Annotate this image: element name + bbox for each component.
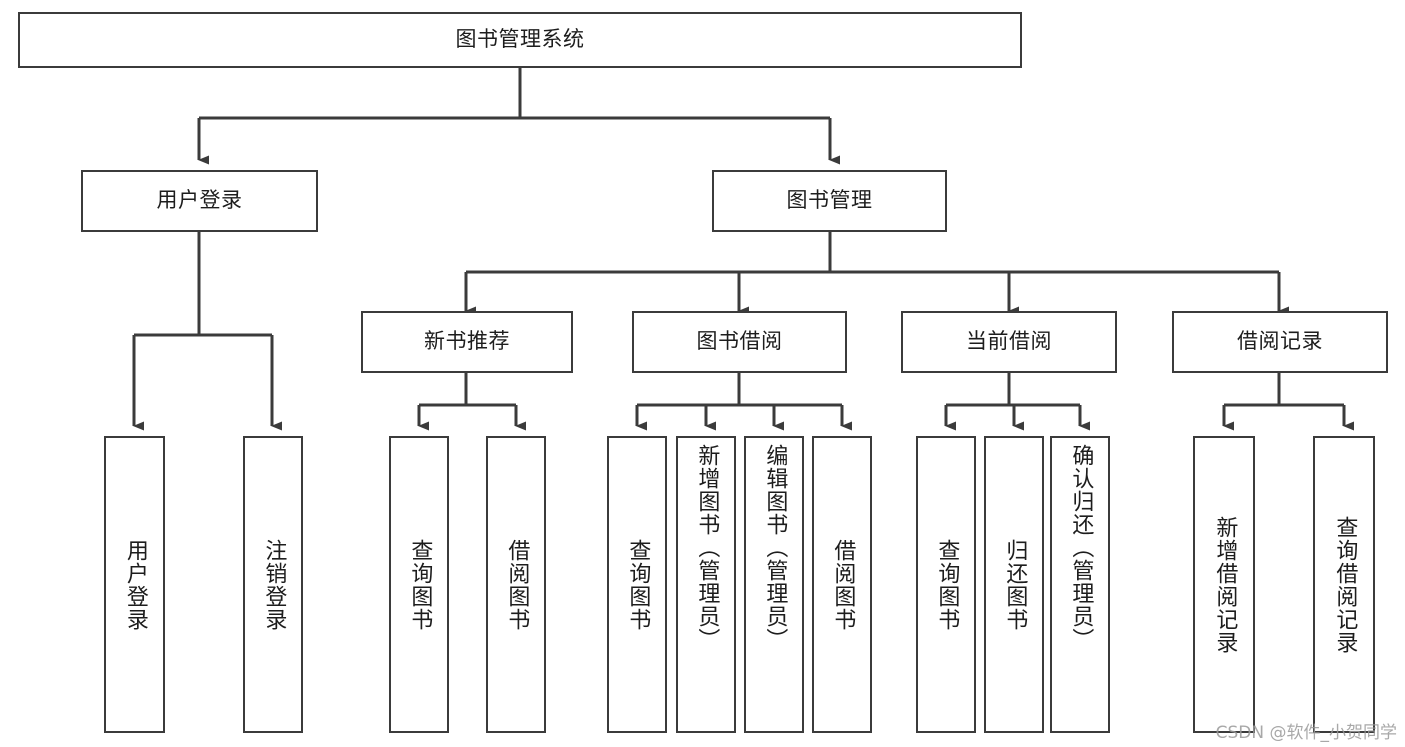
- node-book-manage-label: 图书管理: [786, 188, 873, 213]
- leaf-query-book-borrow-label: 查询图书: [625, 538, 651, 631]
- leaf-add-book[interactable]: 新增图书（管理员）: [676, 436, 736, 733]
- leaf-borrow-book-label: 借阅图书: [830, 538, 856, 631]
- leaf-borrow-book-recommend[interactable]: 借阅图书: [486, 436, 546, 733]
- node-user-login[interactable]: 用户登录: [81, 170, 318, 232]
- leaf-borrow-book[interactable]: 借阅图书: [812, 436, 872, 733]
- leaf-return-book-label: 归还图书: [1002, 538, 1028, 631]
- node-borrow-record-label: 借阅记录: [1237, 329, 1323, 354]
- node-borrow-record[interactable]: 借阅记录: [1172, 311, 1388, 373]
- leaf-confirm-return-label: 确认归还（管理员）: [1068, 444, 1094, 651]
- node-book-borrow[interactable]: 图书借阅: [632, 311, 847, 373]
- leaf-add-borrow-record-label: 新增借阅记录: [1212, 515, 1238, 654]
- leaf-query-book-current[interactable]: 查询图书: [916, 436, 976, 733]
- leaf-user-login[interactable]: 用户登录: [104, 436, 165, 733]
- node-new-book-recommend-label: 新书推荐: [424, 329, 510, 354]
- leaf-query-book-recommend-label: 查询图书: [407, 538, 433, 631]
- leaf-add-book-label: 新增图书（管理员）: [694, 444, 720, 651]
- node-current-borrow[interactable]: 当前借阅: [901, 311, 1117, 373]
- node-user-login-label: 用户登录: [156, 188, 243, 213]
- node-root[interactable]: 图书管理系统: [18, 12, 1022, 68]
- node-root-label: 图书管理系统: [455, 27, 585, 52]
- leaf-borrow-book-recommend-label: 借阅图书: [504, 538, 530, 631]
- leaf-query-borrow-record[interactable]: 查询借阅记录: [1313, 436, 1375, 733]
- leaf-return-book[interactable]: 归还图书: [984, 436, 1044, 733]
- node-book-borrow-label: 图书借阅: [696, 329, 783, 354]
- leaf-query-borrow-record-label: 查询借阅记录: [1332, 515, 1358, 654]
- leaf-query-book-recommend[interactable]: 查询图书: [389, 436, 449, 733]
- leaf-query-book-borrow[interactable]: 查询图书: [607, 436, 667, 733]
- leaf-edit-book[interactable]: 编辑图书（管理员）: [744, 436, 804, 733]
- leaf-logout-login-label: 注销登录: [261, 538, 287, 631]
- node-new-book-recommend[interactable]: 新书推荐: [361, 311, 573, 373]
- node-current-borrow-label: 当前借阅: [966, 329, 1052, 354]
- leaf-query-book-current-label: 查询图书: [934, 538, 960, 631]
- leaf-logout-login[interactable]: 注销登录: [243, 436, 303, 733]
- leaf-edit-book-label: 编辑图书（管理员）: [762, 444, 788, 651]
- leaf-add-borrow-record[interactable]: 新增借阅记录: [1193, 436, 1255, 733]
- leaf-confirm-return[interactable]: 确认归还（管理员）: [1050, 436, 1110, 733]
- node-book-manage[interactable]: 图书管理: [712, 170, 947, 232]
- leaf-user-login-label: 用户登录: [122, 538, 148, 631]
